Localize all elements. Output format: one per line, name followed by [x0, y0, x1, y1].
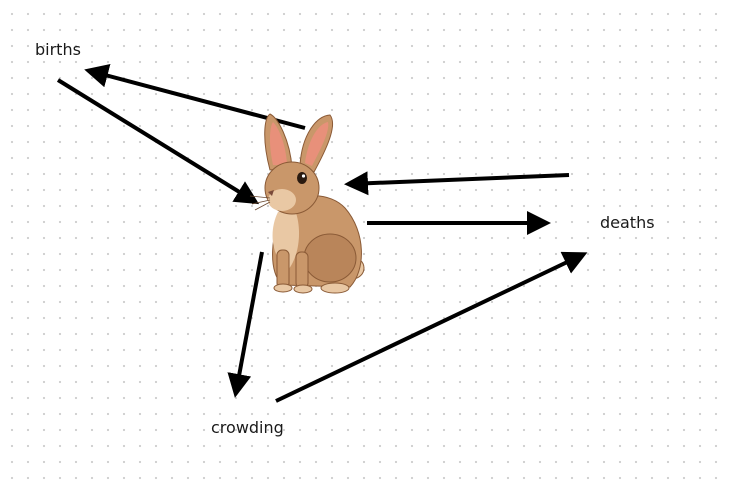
arrow-rabbit-to-crowding: [227, 251, 264, 398]
arrow-deaths-to-rabbit: [344, 171, 570, 196]
node-crowding-label: crowding: [211, 418, 284, 437]
rabbit-icon: [249, 113, 365, 294]
arrow-births-to-rabbit: [56, 78, 260, 205]
node-births-label: births: [35, 40, 81, 59]
arrow-crowding-to-deaths: [275, 251, 588, 403]
node-deaths-label: deaths: [600, 213, 655, 232]
